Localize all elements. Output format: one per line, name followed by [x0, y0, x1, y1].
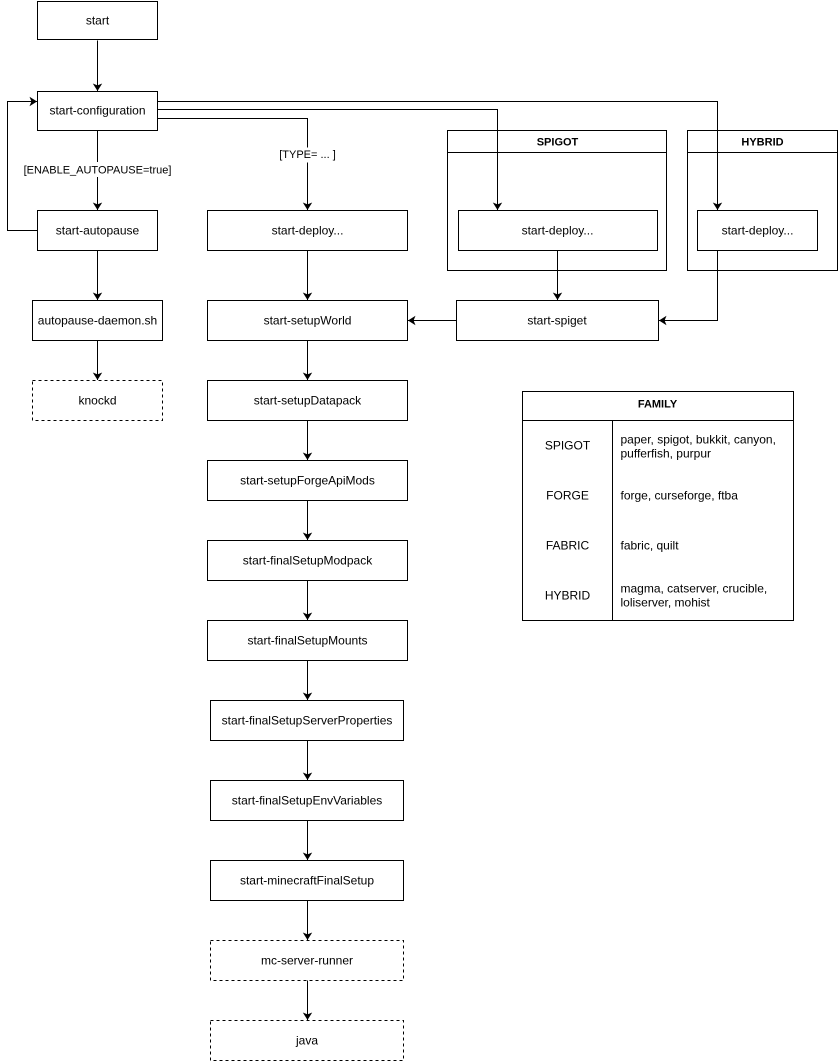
svg-text:autopause-daemon.sh: autopause-daemon.sh	[38, 314, 157, 328]
svg-text:start-setupWorld: start-setupWorld	[264, 314, 352, 328]
svg-text:start-finalSetupEnvVariables: start-finalSetupEnvVariables	[232, 794, 383, 808]
svg-text:knockd: knockd	[78, 394, 116, 408]
svg-text:start-minecraftFinalSetup: start-minecraftFinalSetup	[240, 874, 374, 888]
svg-text:start-setupDatapack: start-setupDatapack	[254, 394, 362, 408]
svg-text:forge, curseforge, ftba: forge, curseforge, ftba	[621, 489, 739, 503]
svg-text:FABRIC: FABRIC	[546, 539, 590, 553]
svg-text:pufferfish, purpur: pufferfish, purpur	[621, 447, 712, 461]
svg-text:paper, spigot, bukkit, canyon,: paper, spigot, bukkit, canyon,	[621, 433, 776, 447]
svg-text:java: java	[295, 1034, 318, 1048]
svg-text:FAMILY: FAMILY	[638, 399, 678, 411]
svg-text:start-autopause: start-autopause	[56, 224, 140, 238]
svg-text:start-deploy...: start-deploy...	[722, 224, 794, 238]
svg-text:start-finalSetupServerProperti: start-finalSetupServerProperties	[222, 714, 393, 728]
svg-text:SPIGOT: SPIGOT	[537, 137, 579, 149]
svg-text:FORGE: FORGE	[546, 489, 589, 503]
svg-text:[TYPE= ... ]: [TYPE= ... ]	[279, 149, 336, 161]
svg-text:loliserver, mohist: loliserver, mohist	[621, 596, 711, 610]
svg-text:start-finalSetupMounts: start-finalSetupMounts	[247, 634, 367, 648]
svg-text:SPIGOT: SPIGOT	[545, 439, 591, 453]
svg-text:[ENABLE_AUTOPAUSE=true]: [ENABLE_AUTOPAUSE=true]	[24, 165, 172, 177]
svg-text:start-deploy...: start-deploy...	[272, 224, 344, 238]
svg-text:start-setupForgeApiMods: start-setupForgeApiMods	[240, 474, 375, 488]
svg-text:mc-server-runner: mc-server-runner	[261, 954, 353, 968]
svg-text:start-deploy...: start-deploy...	[522, 224, 594, 238]
svg-text:magma, catserver, crucible,: magma, catserver, crucible,	[621, 582, 768, 596]
svg-text:start-spiget: start-spiget	[527, 314, 587, 328]
svg-text:HYBRID: HYBRID	[545, 589, 591, 603]
svg-text:start-finalSetupModpack: start-finalSetupModpack	[243, 554, 373, 568]
svg-text:start-configuration: start-configuration	[49, 104, 145, 118]
svg-text:start: start	[86, 14, 110, 28]
svg-text:HYBRID: HYBRID	[741, 137, 783, 149]
svg-text:fabric, quilt: fabric, quilt	[621, 539, 680, 553]
